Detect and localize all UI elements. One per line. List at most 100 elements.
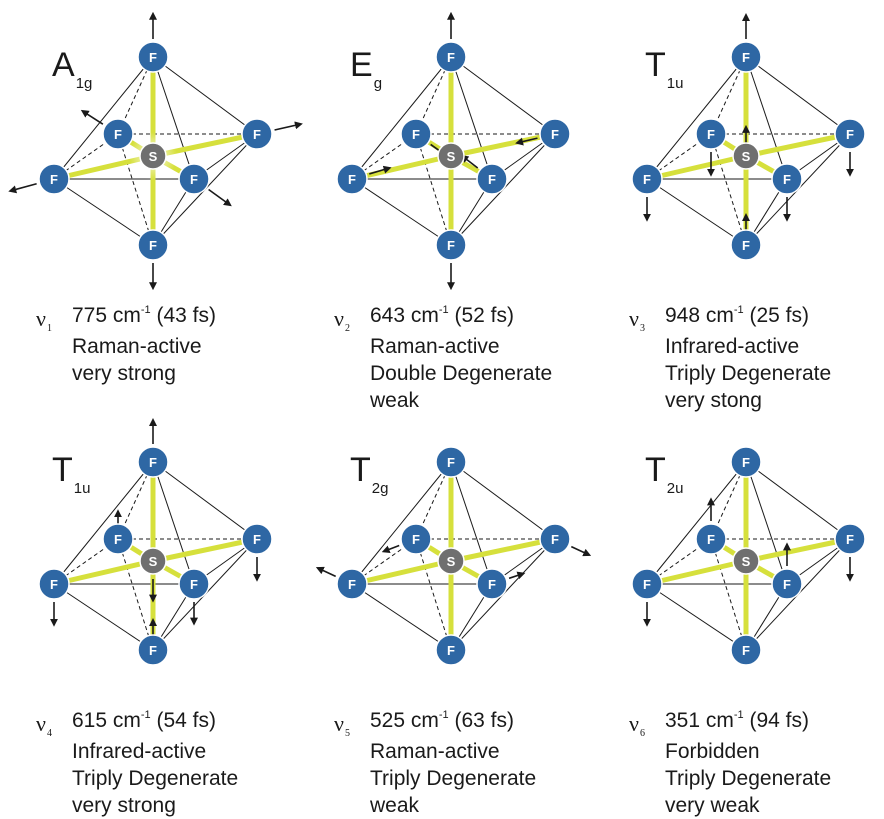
fluorine-atom: F: [730, 229, 762, 261]
fluorine-atom: F: [38, 163, 70, 195]
fluorine-label: F: [846, 532, 854, 547]
sulfur-atom: S: [732, 142, 760, 170]
intensity-text: weak: [370, 389, 420, 412]
s-f-bond: [448, 536, 558, 564]
fluorine-label: F: [114, 127, 122, 142]
fluorine-atom: F: [336, 163, 368, 195]
symmetry-label: T1u: [52, 453, 90, 496]
octahedron-edge: [745, 461, 788, 585]
octahedron-edge: [646, 56, 747, 180]
fluorine-label: F: [488, 577, 496, 592]
fluorine-atom: F: [38, 568, 70, 600]
intensity-text: very strong: [72, 794, 176, 817]
sulfur-atom: S: [139, 547, 167, 575]
octahedron-edge: [351, 178, 452, 246]
frequency-line: 525 cm-1 (63 fs): [370, 707, 536, 738]
mode-number: ν1: [36, 306, 52, 334]
mode-number: ν6: [629, 711, 645, 739]
fluorine-atom: F: [137, 229, 169, 261]
period-value: (54 fs): [150, 709, 217, 732]
fluorine-label: F: [447, 455, 455, 470]
frequency-value: 775 cm: [72, 304, 141, 327]
nu-symbol: ν: [36, 711, 46, 736]
intensity-text: very weak: [665, 794, 760, 817]
activity-text: Infrared-active: [665, 335, 800, 358]
nu-subscript: 5: [344, 728, 350, 739]
octahedron-hidden-edge: [415, 133, 452, 246]
sulfur-label: S: [149, 554, 158, 569]
fluorine-atom: F: [730, 446, 762, 478]
sulfur-atom: S: [129, 132, 177, 180]
octahedron-edge: [450, 461, 556, 540]
fluorine-label: F: [114, 532, 122, 547]
degeneracy-or-intensity-text: Triply Degenerate: [665, 362, 832, 385]
nu-subscript: 3: [639, 323, 645, 334]
period-value: (25 fs): [743, 304, 810, 327]
displacement-arrow: [515, 137, 538, 146]
fluorine-label: F: [643, 172, 651, 187]
s-f-bond: [644, 153, 749, 182]
displacement-arrow: [508, 571, 526, 580]
fluorine-label: F: [447, 238, 455, 253]
octahedron-edge: [646, 461, 747, 585]
intensity-text: very stong: [665, 389, 762, 412]
frequency-value: 351 cm: [665, 709, 734, 732]
degeneracy-or-intensity-text: Double Degenerate: [370, 362, 553, 385]
symmetry-subscript: 1u: [666, 75, 684, 92]
displacement-arrow: [80, 109, 104, 125]
octahedron-hidden-edge: [117, 538, 154, 651]
fluorine-label: F: [707, 532, 715, 547]
fluorine-atom: F: [178, 163, 210, 195]
symmetry-subscript: 1g: [75, 75, 93, 92]
mode-number: ν2: [334, 306, 350, 334]
nu-subscript: 4: [46, 728, 52, 739]
frequency-line: 643 cm-1 (52 fs): [370, 302, 552, 333]
fluorine-atom: F: [695, 523, 727, 555]
activity-text: Raman-active: [72, 335, 202, 358]
symmetry-label: T2u: [645, 453, 683, 496]
octahedron-edge: [351, 583, 452, 651]
fluorine-label: F: [253, 532, 261, 547]
octahedron-hidden-edge: [117, 133, 154, 246]
fluorine-atom: F: [435, 634, 467, 666]
fluorine-label: F: [50, 577, 58, 592]
sulfur-atom: S: [732, 547, 760, 575]
octahedron-edge: [745, 56, 851, 135]
nu-subscript: 6: [639, 728, 645, 739]
symmetry-subscript: 2g: [371, 480, 389, 497]
nu-subscript: 1: [46, 323, 52, 334]
period-value: (63 fs): [448, 709, 515, 732]
fluorine-label: F: [551, 532, 559, 547]
displacement-arrow: [8, 182, 37, 194]
fluorine-atom: F: [730, 41, 762, 73]
sulfur-label: S: [149, 149, 158, 164]
fluorine-label: F: [412, 532, 420, 547]
s-f-bond: [51, 558, 156, 587]
fluorine-label: F: [742, 238, 750, 253]
displacement-arrow: [315, 566, 337, 578]
fluorine-atom: F: [539, 118, 571, 150]
nu-subscript: 2: [344, 323, 350, 334]
fluorine-label: F: [149, 50, 157, 65]
s-f-bond: [448, 131, 558, 159]
frequency-value: 615 cm: [72, 709, 141, 732]
displacement-arrow: [274, 121, 303, 131]
frequency-line: 351 cm-1 (94 fs): [665, 707, 831, 738]
fluorine-label: F: [190, 172, 198, 187]
fluorine-label: F: [846, 127, 854, 142]
octahedron-edge: [351, 461, 452, 585]
symmetry-letter: T: [350, 451, 371, 489]
fluorine-atom: F: [631, 163, 663, 195]
displacement-arrow: [570, 545, 592, 557]
fluorine-atom: F: [435, 446, 467, 478]
fluorine-label: F: [447, 50, 455, 65]
